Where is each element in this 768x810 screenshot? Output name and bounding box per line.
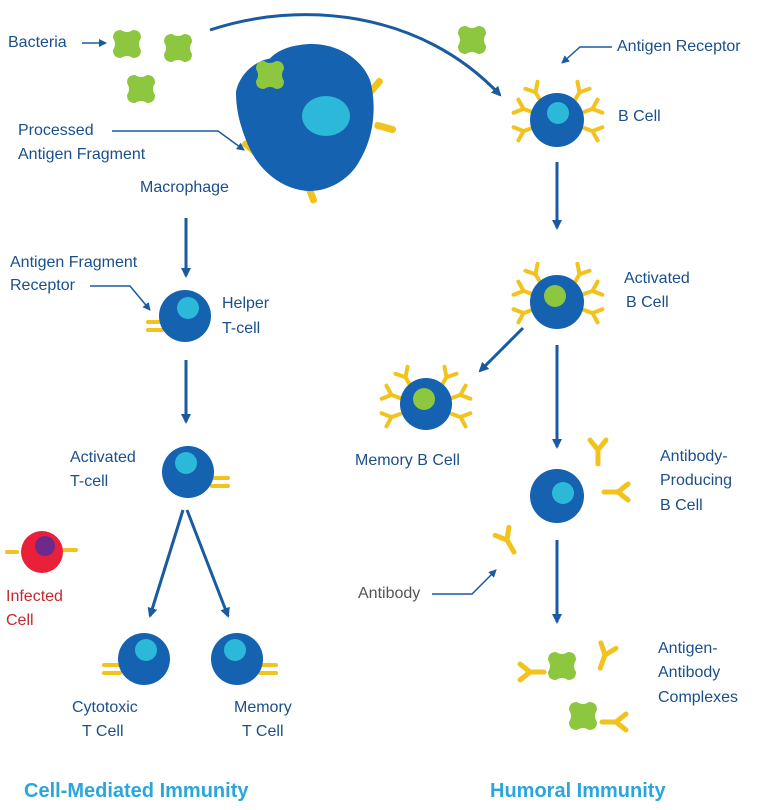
- b-cell: [511, 79, 605, 147]
- label-memory-t-line1: Memory: [234, 699, 292, 716]
- label-activated-b-line2: B Cell: [626, 294, 669, 311]
- section-title-cell-mediated: Cell-Mediated Immunity: [24, 780, 249, 802]
- label-helper-t-line2: T-cell: [222, 320, 261, 337]
- label-antibody-producing-line3: B Cell: [660, 497, 703, 514]
- engulfed-bacterium: [256, 61, 284, 89]
- arrows: [147, 13, 562, 624]
- bacterium-2: [164, 34, 192, 62]
- antibody-producing-b-cell: [492, 437, 631, 555]
- label-bacteria: Bacteria: [8, 34, 67, 51]
- label-memory-t-line2: T Cell: [242, 723, 284, 740]
- label-activated-b-line1: Activated: [624, 270, 690, 287]
- label-complexes-line3: Complexes: [658, 689, 739, 706]
- macrophage: [236, 44, 396, 204]
- helper-t-cell: [146, 290, 211, 342]
- cytotoxic-t-cell: [102, 633, 170, 685]
- label-antibody: Antibody: [358, 585, 421, 602]
- label-macrophage: Macrophage: [140, 179, 229, 196]
- label-processed-antigen-line1: Processed: [18, 122, 94, 139]
- label-antigen-fragment-receptor-line1: Antigen Fragment: [10, 254, 138, 271]
- label-infected-line2: Cell: [6, 612, 34, 629]
- label-activated-t-line1: Activated: [70, 449, 136, 466]
- label-antibody-producing-line1: Antibody-: [660, 448, 728, 465]
- label-complexes-line1: Antigen-: [658, 640, 718, 657]
- label-processed-antigen-line2: Antigen Fragment: [18, 146, 146, 163]
- memory-b-cell: [379, 364, 473, 430]
- memory-t-cell: [211, 633, 278, 685]
- label-complexes-line2: Antibody: [658, 664, 721, 681]
- bacterium-1: [113, 30, 141, 58]
- label-helper-t-line1: Helper: [222, 295, 270, 312]
- label-pointers: [82, 39, 612, 595]
- antigen-antibody-complexes: [517, 640, 629, 733]
- section-title-humoral: Humoral Immunity: [490, 780, 666, 802]
- label-infected-line1: Infected: [6, 588, 63, 605]
- label-cytotoxic-line1: Cytotoxic: [72, 699, 138, 716]
- label-antigen-receptor: Antigen Receptor: [617, 38, 741, 55]
- activated-t-cell: [162, 446, 230, 498]
- bacterium-3: [127, 75, 155, 103]
- label-activated-t-line2: T-cell: [70, 473, 109, 490]
- label-antigen-fragment-receptor-line2: Receptor: [10, 277, 75, 294]
- bacterium-4: [458, 26, 486, 54]
- free-antibody-icon: [492, 524, 517, 555]
- label-b-cell: B Cell: [618, 108, 661, 125]
- label-antibody-producing-line2: Producing: [660, 472, 733, 489]
- infected-cell: [5, 531, 78, 573]
- label-cytotoxic-line2: T Cell: [82, 723, 124, 740]
- label-memory-b: Memory B Cell: [355, 452, 460, 469]
- activated-b-cell: [511, 261, 605, 329]
